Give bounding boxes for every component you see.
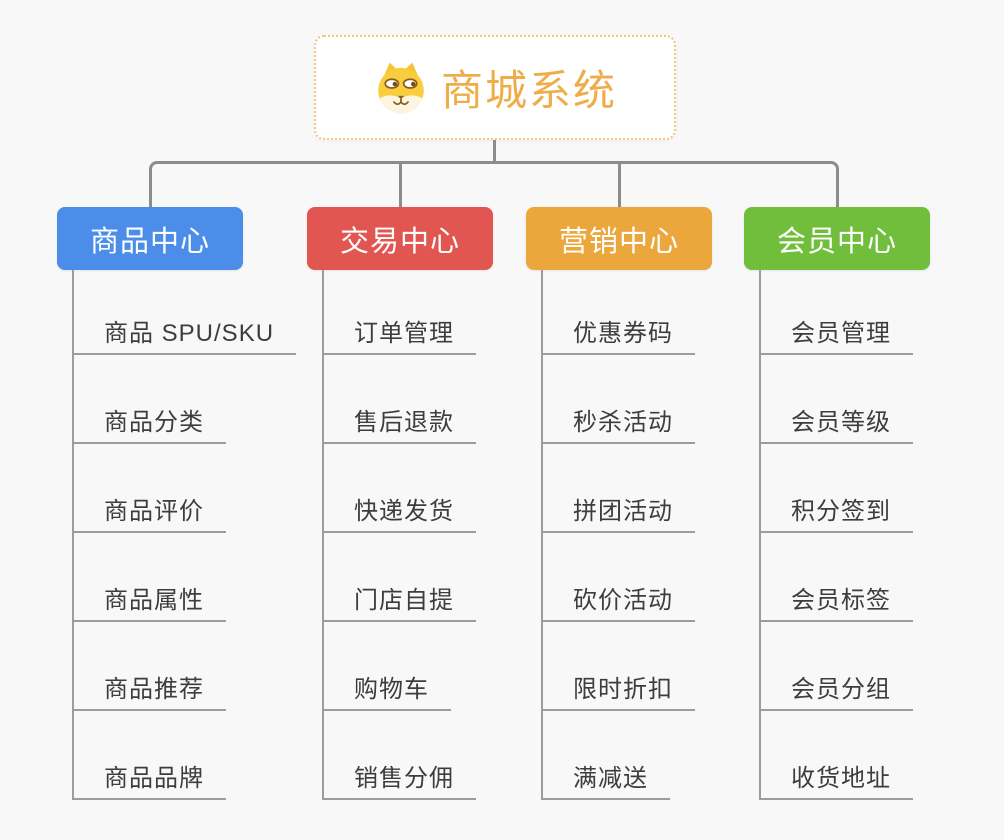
child-label: 售后退款 (354, 409, 454, 436)
child-label: 满减送 (573, 765, 648, 792)
child-label: 会员标签 (791, 587, 891, 614)
branch-column-trade: 交易中心 订单管理 售后退款 快递发货 门店自提 购物车 销售分佣 (307, 0, 547, 840)
branch-label: 营销中心 (558, 225, 679, 258)
connector-spine (541, 270, 543, 799)
child-label: 商品推荐 (104, 676, 204, 703)
child-label: 会员管理 (791, 320, 891, 347)
child-label: 秒杀活动 (573, 409, 673, 436)
child-label: 购物车 (354, 676, 429, 703)
child-label: 限时折扣 (573, 676, 673, 703)
child-node[interactable]: 会员分组 (759, 661, 913, 711)
branch-label: 交易中心 (339, 225, 460, 258)
child-label: 商品品牌 (104, 765, 204, 792)
connector-spine (322, 270, 324, 799)
child-node[interactable]: 销售分佣 (322, 750, 476, 800)
child-node[interactable]: 快递发货 (322, 483, 476, 533)
child-node[interactable]: 订单管理 (322, 305, 476, 355)
child-node[interactable]: 商品属性 (72, 572, 226, 622)
branch-label: 商品中心 (89, 225, 210, 258)
child-node[interactable]: 商品分类 (72, 394, 226, 444)
connector-bus (149, 161, 839, 207)
child-node[interactable]: 满减送 (541, 750, 670, 800)
child-node[interactable]: 拼团活动 (541, 483, 695, 533)
child-label: 会员等级 (791, 409, 891, 436)
child-node[interactable]: 会员等级 (759, 394, 913, 444)
child-label: 积分签到 (791, 498, 891, 525)
dog-face-icon (378, 62, 424, 113)
child-label: 优惠券码 (573, 320, 673, 347)
child-node[interactable]: 商品推荐 (72, 661, 226, 711)
branch-label: 会员中心 (776, 225, 897, 258)
child-node[interactable]: 购物车 (322, 661, 451, 711)
child-node[interactable]: 会员管理 (759, 305, 913, 355)
connector-stub-trade (399, 163, 402, 207)
branch-column-member: 会员中心 会员管理 会员等级 积分签到 会员标签 会员分组 收货地址 (744, 0, 984, 840)
child-label: 商品属性 (104, 587, 204, 614)
child-label: 订单管理 (354, 320, 454, 347)
branch-node-product-center[interactable]: 商品中心 (57, 207, 243, 270)
child-label: 门店自提 (354, 587, 454, 614)
connector-stub-marketing (618, 163, 621, 207)
child-node[interactable]: 优惠券码 (541, 305, 695, 355)
child-node[interactable]: 商品评价 (72, 483, 226, 533)
child-label: 商品 SPU/SKU (104, 320, 275, 347)
branch-node-member-center[interactable]: 会员中心 (744, 207, 930, 270)
child-label: 收货地址 (791, 765, 891, 792)
child-node[interactable]: 限时折扣 (541, 661, 695, 711)
connector-spine (759, 270, 761, 799)
child-node[interactable]: 积分签到 (759, 483, 913, 533)
child-node[interactable]: 商品 SPU/SKU (72, 305, 297, 355)
child-node[interactable]: 砍价活动 (541, 572, 695, 622)
child-label: 商品分类 (104, 409, 204, 436)
child-node[interactable]: 收货地址 (759, 750, 913, 800)
child-node[interactable]: 秒杀活动 (541, 394, 695, 444)
branch-node-trade-center[interactable]: 交易中心 (307, 207, 493, 270)
child-node[interactable]: 商品品牌 (72, 750, 226, 800)
child-node[interactable]: 会员标签 (759, 572, 913, 622)
child-label: 拼团活动 (573, 498, 673, 525)
child-node[interactable]: 售后退款 (322, 394, 476, 444)
connector-spine (72, 270, 74, 799)
child-node[interactable]: 门店自提 (322, 572, 476, 622)
branch-column-product: 商品中心 商品 SPU/SKU 商品分类 商品评价 商品属性 商品推荐 商品品牌 (57, 0, 297, 840)
child-label: 砍价活动 (573, 587, 673, 614)
connector-root-stub (493, 140, 496, 163)
branch-column-marketing: 营销中心 优惠券码 秒杀活动 拼团活动 砍价活动 限时折扣 满减送 (526, 0, 766, 840)
root-title: 商城系统 (440, 67, 617, 114)
child-label: 会员分组 (791, 676, 891, 703)
child-label: 商品评价 (104, 498, 204, 525)
root-node[interactable]: 商城系统 (314, 35, 676, 140)
child-label: 销售分佣 (354, 765, 454, 792)
child-label: 快递发货 (354, 498, 454, 525)
branch-node-marketing-center[interactable]: 营销中心 (526, 207, 712, 270)
